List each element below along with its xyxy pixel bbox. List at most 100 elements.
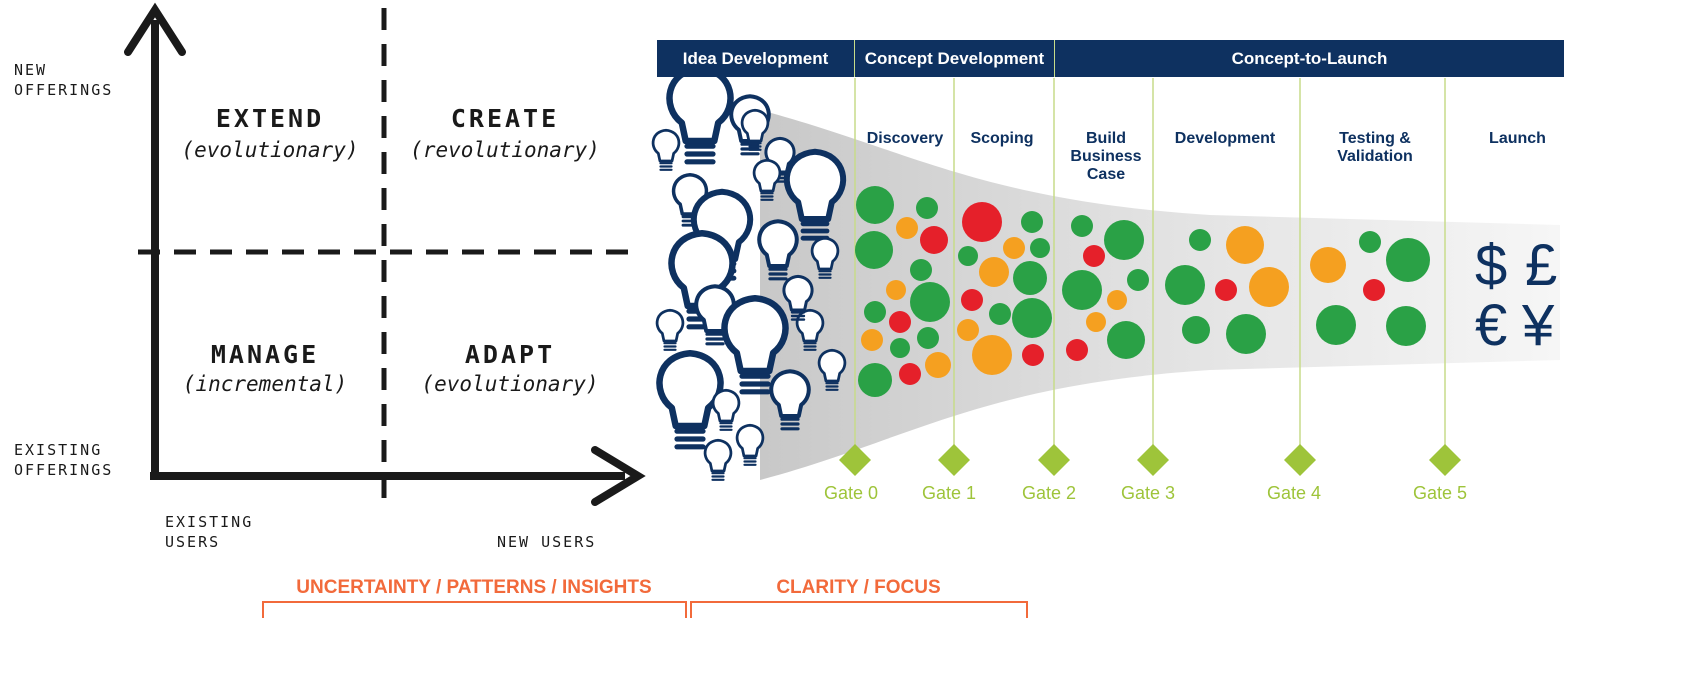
stage-testing-validation: Testing & Validation [1337,130,1413,165]
red-dot [1215,279,1237,301]
green-dot [1104,220,1144,260]
green-dot [917,327,939,349]
green-dot [1127,269,1149,291]
bulb-icon [752,158,782,201]
gate-diamonds [839,444,1461,476]
bulb-icon [795,308,825,351]
bulb-icon [703,438,733,481]
funnel-shape [760,110,1560,480]
stage-launch: Launch [1489,130,1546,147]
red-dot [1066,339,1088,361]
green-dot [1226,314,1266,354]
currency-pound: £ [1525,233,1558,298]
orange-dot [1003,237,1025,259]
green-dot [1012,298,1052,338]
bulb-icon [769,369,811,431]
x-arrow-head [591,446,646,506]
gate-1-label: Gate 1 [922,483,977,503]
bulb-icon [810,236,840,279]
red-dot [899,363,921,385]
bulb-icon [655,308,685,351]
y-axis-bottom-label: EXISTING OFFERINGS [14,441,114,479]
orange-dot [972,335,1012,375]
red-dot [962,202,1002,242]
phase-concept-to-launch: Concept-to-Launch [1054,40,1564,77]
orange-dot [1086,312,1106,332]
orange-dot [886,280,906,300]
orange-dot [957,319,979,341]
bracket-left [262,601,687,618]
green-dot [864,301,886,323]
orange-dot [861,329,883,351]
gate-4-label: Gate 4 [1267,483,1322,503]
green-dot [989,303,1011,325]
stage-development: Development [1174,130,1276,147]
orange-dot [896,217,918,239]
gate-5-label: Gate 5 [1413,483,1468,503]
quadrant-manage-sub: (incremental) [182,372,348,396]
green-dot [910,282,950,322]
stage-scoping: Scoping [970,130,1034,147]
green-dot [1386,306,1426,346]
stage-build-business-case: Build Business Case [1070,130,1142,183]
green-dot [1182,316,1210,344]
green-dot [856,186,894,224]
red-dot [889,311,911,333]
bulb-icon [783,148,847,241]
idea-bulbs [651,64,847,481]
orange-dot [1226,226,1264,264]
green-dot [1071,215,1093,237]
red-dot [1363,279,1385,301]
x-axis-right-label: NEW USERS [497,533,597,551]
quadrant-create-sub: (revolutionary) [410,138,600,162]
quadrant-extend-sub: (evolutionary) [181,138,359,162]
green-dot [910,259,932,281]
bulb-icon [740,108,770,151]
gate-lines [854,78,1446,445]
green-dot [958,246,978,266]
green-dot [1062,270,1102,310]
idea-dots [855,186,1430,397]
bulb-icon [817,348,847,391]
gate-5-diamond [1429,444,1461,476]
phase-idea-development: Idea Development [657,40,854,77]
bottom-brackets [262,601,1028,618]
green-dot [858,363,892,397]
red-dot [1022,344,1044,366]
currency-yen: ¥ [1522,293,1555,358]
quadrant-adapt-sub: (evolutionary) [421,372,599,396]
currency-dollar: $ [1475,233,1508,298]
bulb-icon [757,219,799,281]
stage-discovery: Discovery [866,130,944,147]
orange-dot [1249,267,1289,307]
red-dot [920,226,948,254]
y-arrow-head [124,2,186,56]
quadrant-create-title: CREATE [450,104,560,133]
green-dot [1021,211,1043,233]
gate-0-diamond [839,444,871,476]
green-dot [1386,238,1430,282]
orange-dot [979,257,1009,287]
green-dot [916,197,938,219]
gate-4-diamond [1284,444,1316,476]
green-dot [890,338,910,358]
bulb-icon [721,294,789,395]
quadrant-extend-title: EXTEND [215,104,325,133]
green-dot [1189,229,1211,251]
currency-euro: € [1475,293,1508,358]
bulb-icon [651,128,681,171]
gate-0-label: Gate 0 [824,483,879,503]
bulb-icon [735,423,765,466]
bulb-icon [711,388,741,431]
bottom-label-clarity: CLARITY / FOCUS [776,577,941,598]
orange-dot [1310,247,1346,283]
green-dot [1030,238,1050,258]
green-dot [1107,321,1145,359]
green-dot [1013,261,1047,295]
bottom-label-uncertainty: UNCERTAINTY / PATTERNS / INSIGHTS [296,577,652,598]
quadrant-manage-title: MANAGE [210,340,320,369]
orange-dot [1107,290,1127,310]
matrix-axes [124,2,646,506]
orange-dot [925,352,951,378]
funnel-graphic [651,64,1560,481]
